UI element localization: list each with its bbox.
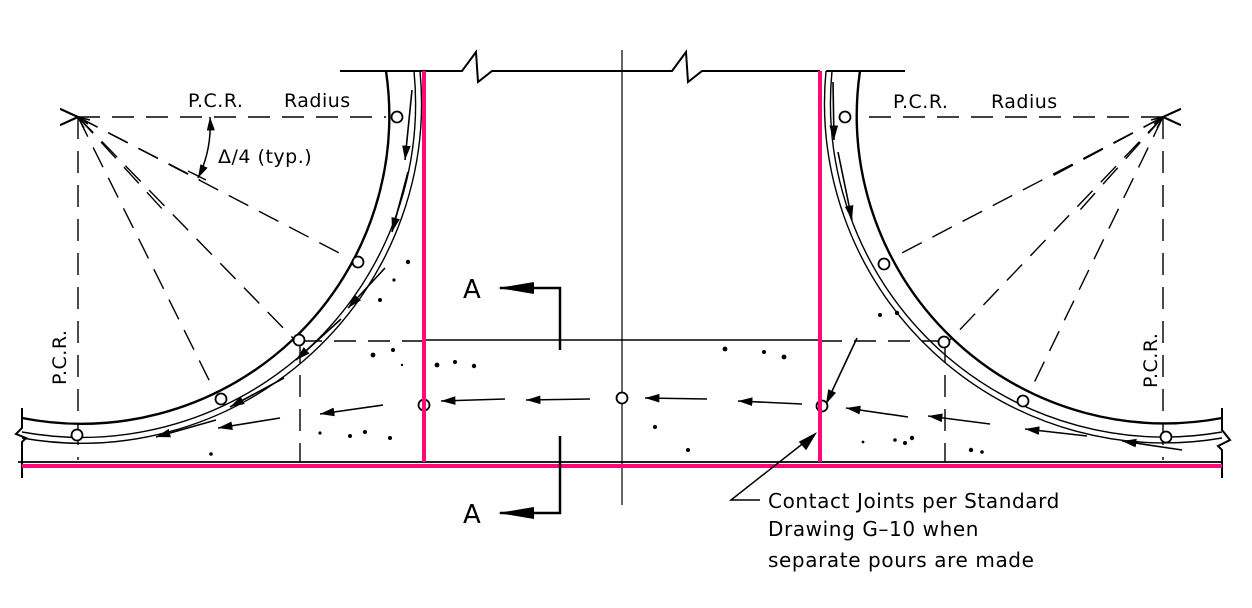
right-radius-label: Radius	[991, 91, 1058, 113]
right-radius-arrowhead-icon	[1150, 116, 1164, 129]
left-pcr-vertical-label: P.C.R.	[49, 330, 71, 385]
right-flow-arrows	[825, 81, 1183, 451]
note-line-2: Drawing G–10 when	[768, 517, 979, 541]
right-pcr-vertical-label: P.C.R.	[1140, 333, 1162, 388]
svg-text:A: A	[463, 500, 481, 530]
right-pcr-radius-label: P.C.R.	[893, 91, 948, 113]
right-radius-lines	[820, 117, 1163, 462]
section-marker-top: A	[463, 275, 562, 350]
concrete-stipple	[209, 259, 984, 456]
top-road-edge	[340, 49, 905, 84]
left-radius-label: Radius	[284, 90, 351, 112]
angle-dimension	[187, 116, 215, 181]
contact-joint-leader	[728, 432, 818, 501]
left-radius-arrowhead-icon	[77, 116, 91, 129]
left-gutter-points	[70, 110, 404, 442]
svg-text:A: A	[463, 275, 481, 305]
left-radius-lines	[78, 117, 424, 462]
highlight-joint-lines	[22, 71, 1222, 468]
left-flow-arrows	[155, 89, 413, 438]
left-pcr-radius-label: P.C.R.	[188, 90, 243, 112]
right-curb-return	[823, 70, 1232, 478]
center-flow-arrows	[440, 393, 803, 406]
center-pavement	[18, 339, 1222, 463]
angle-label: Δ/4 (typ.)	[218, 146, 312, 168]
left-curb-return	[14, 70, 423, 478]
note-line-1: Contact Joints per Standard	[768, 489, 1060, 513]
right-gutter-points	[838, 110, 1173, 444]
section-marker-bottom: A	[463, 436, 562, 530]
note-line-3: separate pours are made	[768, 548, 1035, 572]
